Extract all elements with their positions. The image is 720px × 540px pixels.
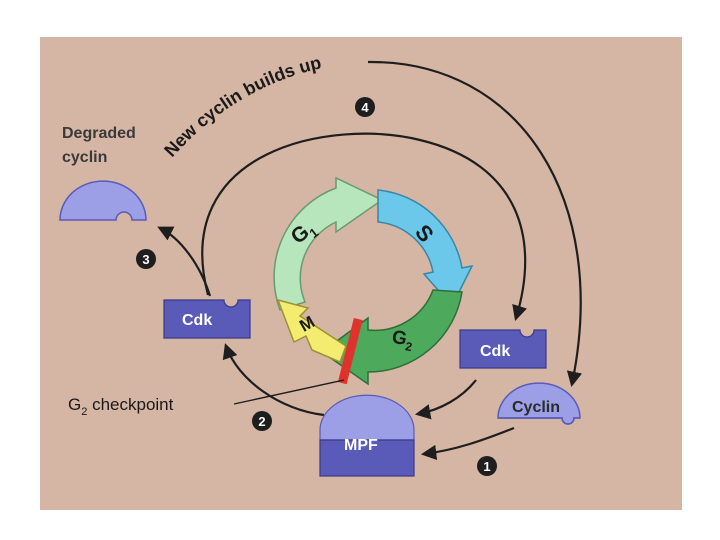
g2-label: G2	[390, 327, 416, 354]
s-phase-arc	[377, 189, 474, 308]
cdk-right-label: Cdk	[480, 343, 510, 360]
mpf-label: MPF	[344, 437, 378, 454]
arrow-new-cyclin	[367, 60, 583, 388]
arrows	[157, 60, 583, 461]
cdk-left-shape	[163, 299, 251, 339]
mpf-cdk-part	[319, 439, 415, 477]
cyclin-label: Cyclin	[512, 399, 560, 416]
degraded-cyclin-label-line1: Degraded	[62, 125, 136, 142]
arrow-step-3	[157, 226, 212, 297]
step-badge-3: 3	[136, 249, 156, 269]
arrow-step-4	[201, 132, 527, 321]
degraded-cyclin-shape	[59, 180, 147, 221]
arrow-step-2	[222, 343, 325, 417]
svg-text:4: 4	[361, 100, 369, 115]
degraded-cyclin-label-line2: cyclin	[62, 149, 107, 166]
mpf-cyclin-part	[319, 394, 415, 441]
svg-text:2: 2	[258, 414, 265, 429]
mpf-complex: MPF	[319, 394, 415, 477]
arrow-step-1	[420, 426, 515, 461]
m-phase-arrow	[276, 298, 347, 363]
g2-checkpoint-bar	[337, 317, 363, 385]
svg-text:1: 1	[483, 459, 490, 474]
checkpoint-leader-line	[233, 379, 345, 405]
cdk-right-shape	[459, 329, 547, 369]
cdk-left-label: Cdk	[182, 312, 212, 329]
svg-text:3: 3	[142, 252, 149, 267]
g1-phase-arc	[273, 176, 384, 311]
arrow-cdk-to-mpf	[414, 379, 477, 420]
g2-checkpoint-label: G2 checkpoint	[68, 395, 174, 418]
g2-phase-arc	[320, 289, 463, 386]
step-badge-2: 2	[252, 411, 272, 431]
step-badge-1: 1	[477, 456, 497, 476]
cyclin-body	[498, 417, 580, 425]
cell-cycle-ring: G1 S G2 M	[273, 176, 474, 386]
step-badge-4: 4	[355, 97, 375, 117]
